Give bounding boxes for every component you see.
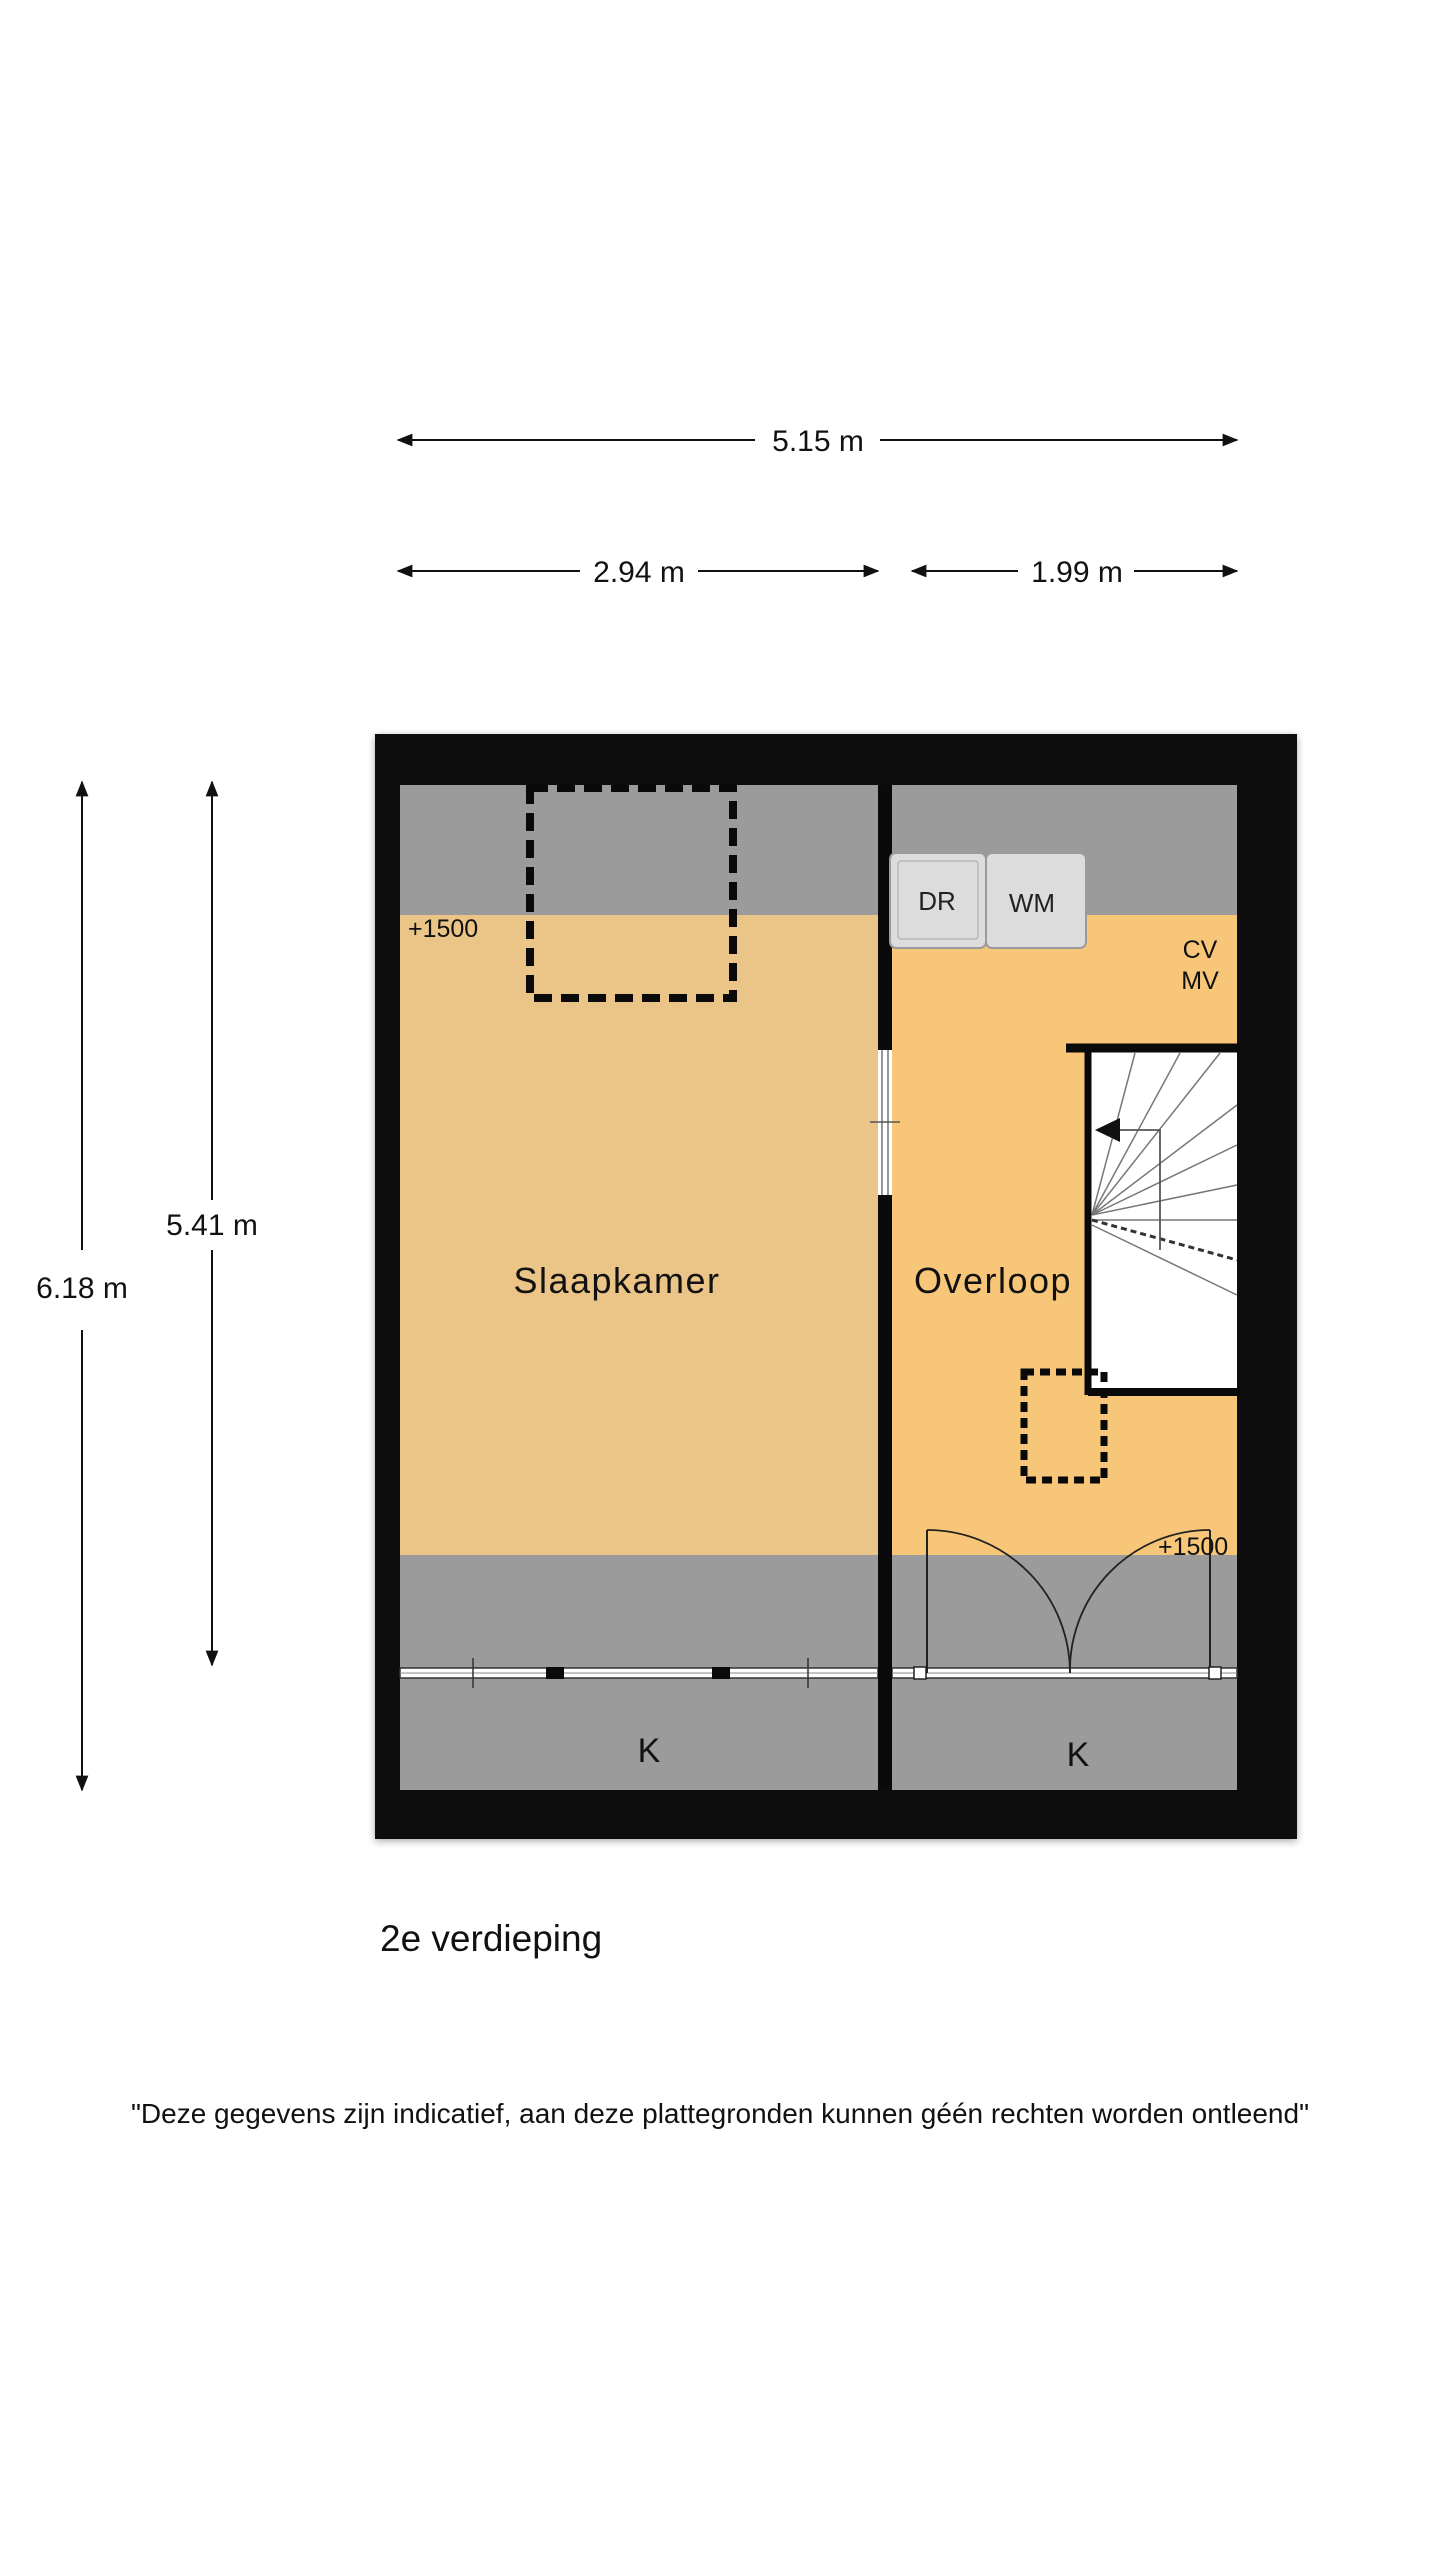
stair-arrow-icon (1095, 1118, 1120, 1142)
skylight-bedroom (526, 784, 737, 1002)
mv-label: MV (1181, 967, 1219, 995)
staircase (1066, 1043, 1240, 1396)
dimension-right-width-label: 1.99 m (1031, 556, 1123, 589)
dimension-total-width: 5.15 m (396, 425, 1239, 458)
bedroom-low-ceiling-top (400, 785, 878, 915)
knee-wall-doors (913, 1529, 1222, 1680)
dimension-right-width: 1.99 m (910, 556, 1239, 589)
knee-wall-left (400, 1678, 878, 1790)
bedroom-floor (400, 915, 878, 1555)
disclaimer: "Deze gegevens zijn indicatief, aan deze… (130, 2098, 1310, 2129)
knee-wall-left-label: K (638, 1732, 661, 1770)
cv-label: CV (1183, 936, 1218, 964)
knee-wall-right (892, 1678, 1237, 1790)
room-label-bedroom: Slaapkamer (513, 1260, 720, 1301)
floor-name: 2e verdieping (380, 1918, 603, 1959)
knee-wall-right-label: K (1067, 1736, 1090, 1774)
bedroom-low-ceiling-bottom (400, 1555, 878, 1670)
washing-machine (985, 852, 1087, 949)
interior-wall (878, 785, 892, 1790)
landing-low-ceiling-bottom (892, 1555, 1237, 1670)
dimension-total-height-label: 6.18 m (36, 1272, 128, 1305)
dimension-left-width: 2.94 m (396, 556, 880, 589)
wall-opening (870, 1050, 900, 1195)
height-marker-right: +1500 (1158, 1533, 1228, 1561)
dimension-left-width-label: 2.94 m (593, 556, 685, 589)
washing-machine-label: WM (1009, 888, 1055, 918)
bedroom-area (400, 785, 878, 1790)
appliances: DR WM (889, 852, 1087, 949)
dimension-total-width-label: 5.15 m (772, 425, 864, 458)
dimension-total-height: 6.18 m (36, 780, 128, 1792)
dimension-inner-height-label: 5.41 m (166, 1209, 258, 1242)
dryer-label: DR (918, 886, 956, 916)
hatch-landing (1020, 1368, 1108, 1484)
knee-wall-line (399, 1658, 1238, 1688)
height-marker-left: +1500 (408, 915, 478, 943)
dimension-inner-height: 5.41 m (166, 780, 258, 1667)
room-label-landing: Overloop (914, 1260, 1072, 1301)
